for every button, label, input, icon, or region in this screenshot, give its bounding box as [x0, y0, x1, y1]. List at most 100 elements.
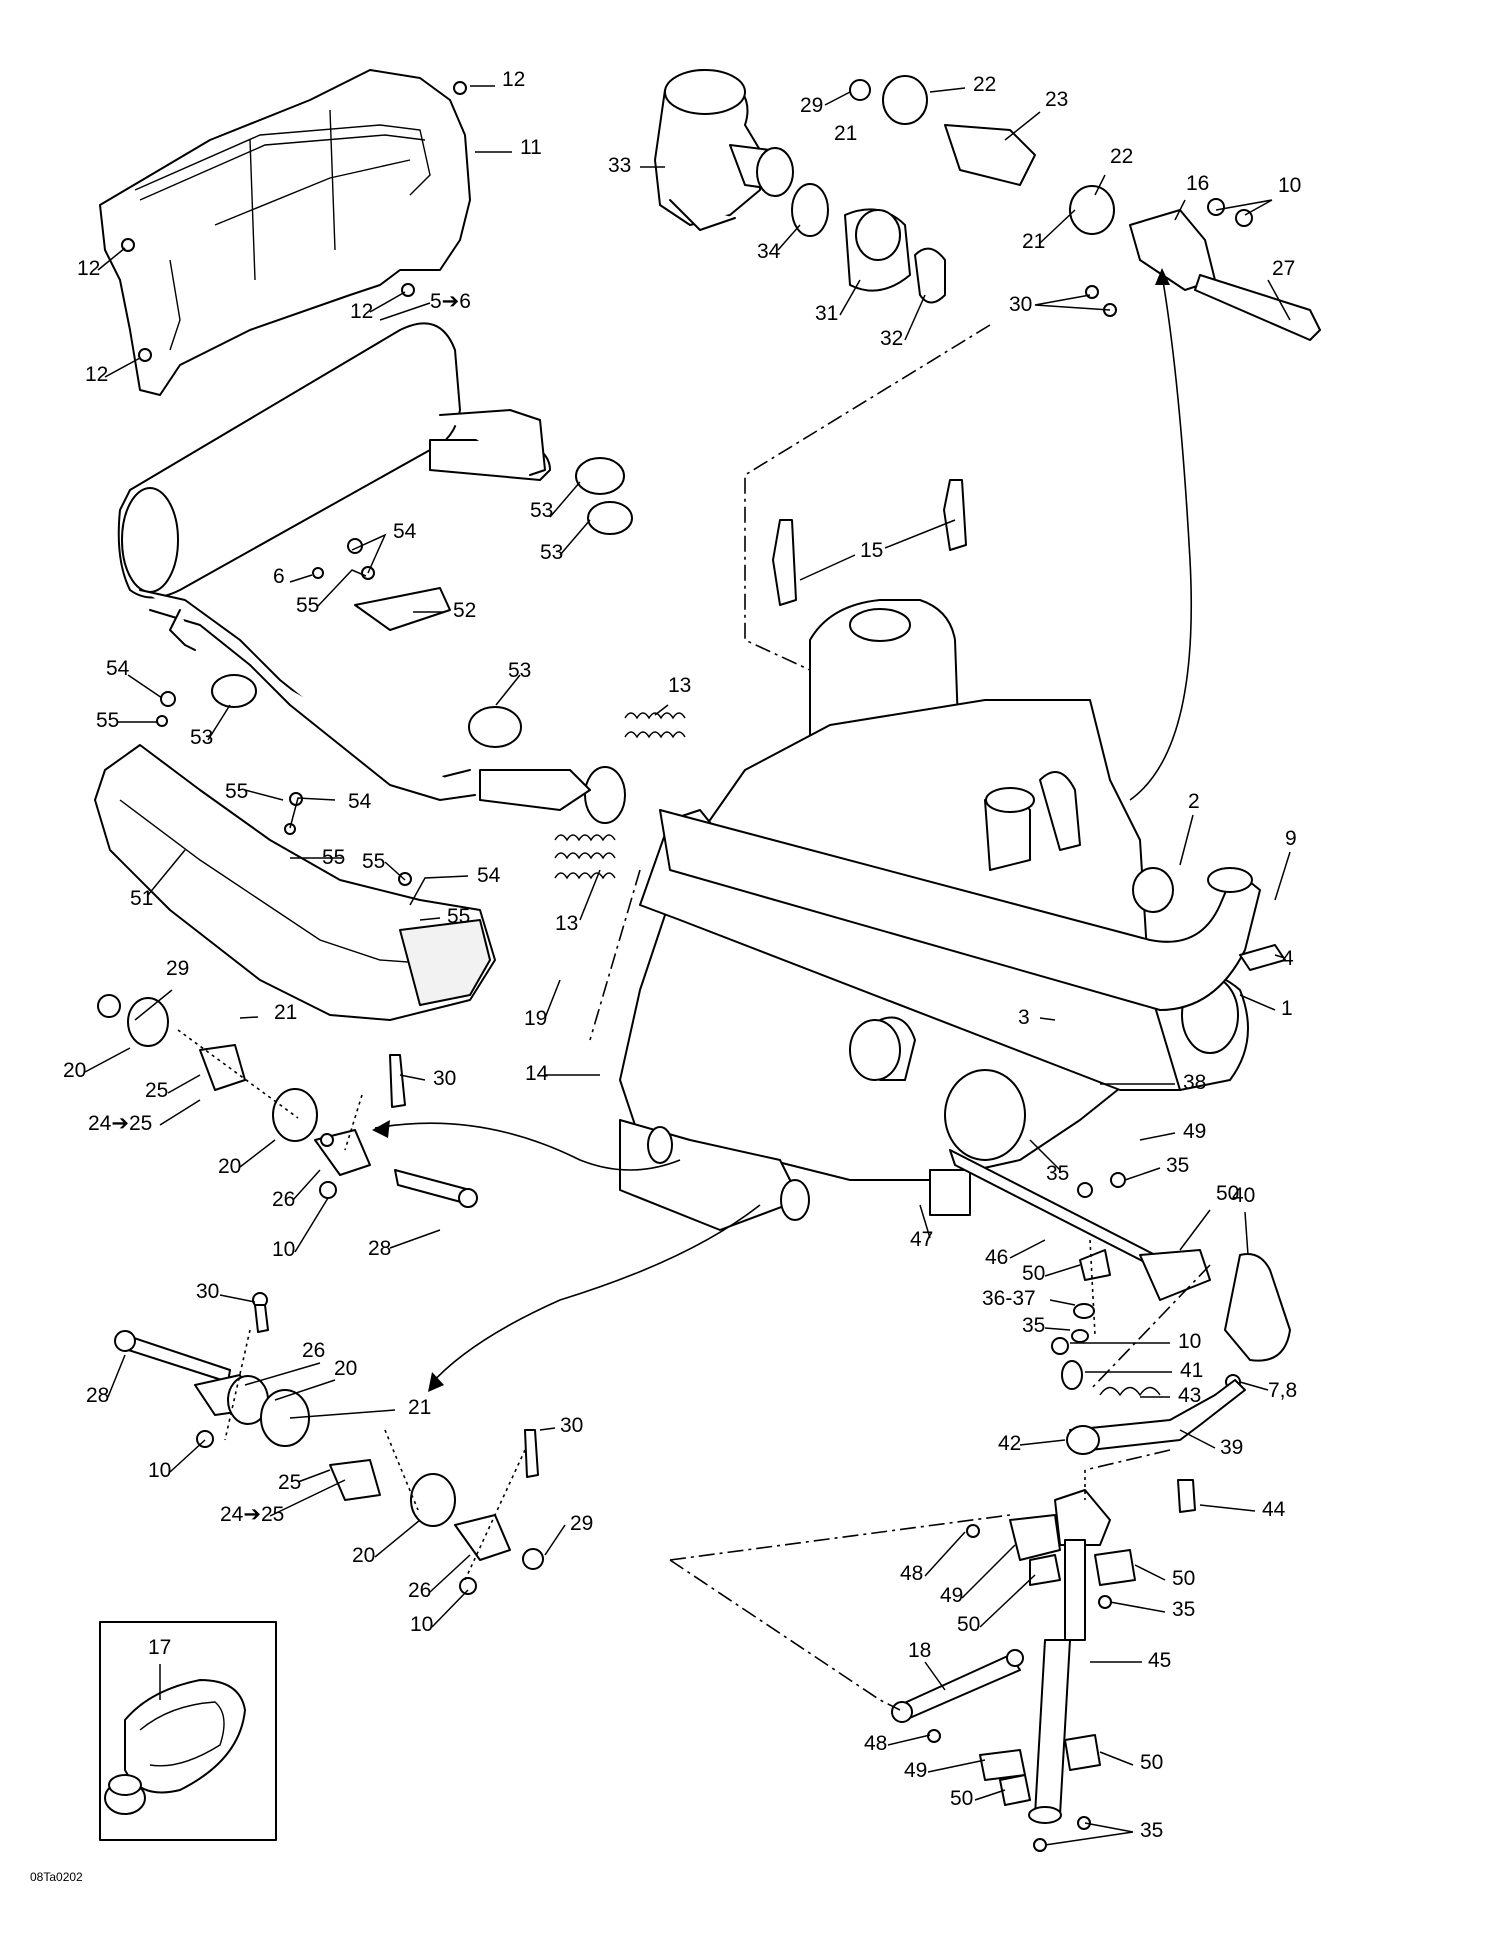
spark-plugs [772, 479, 967, 606]
rear-rubber-mounts-top [849, 75, 1321, 341]
part-callout: 55 [362, 850, 385, 873]
part-callout: 30 [560, 1414, 583, 1437]
part-callout: 12 [77, 257, 100, 280]
part-callout: 50 [1140, 1751, 1163, 1774]
part-callout: 50 [950, 1787, 973, 1810]
part-callout: 35 [1046, 1162, 1069, 1185]
part-callout: 16 [1186, 172, 1209, 195]
part-callout: 35 [1172, 1598, 1195, 1621]
rubber-mount-group [211, 457, 633, 748]
part-callout: 21 [274, 1001, 297, 1024]
part-callout: 1 [1281, 997, 1293, 1020]
part-callout: 55 [96, 709, 119, 732]
part-callout: 32 [880, 327, 903, 350]
part-callout: 7,8 [1268, 1379, 1297, 1402]
part-callout: 55 [225, 780, 248, 803]
part-callout: 17 [148, 1636, 171, 1659]
shift-knob-40 [1224, 1253, 1291, 1390]
part-callout: 47 [910, 1228, 933, 1251]
part-callout: 49 [904, 1759, 927, 1782]
part-callout: 34 [757, 240, 781, 263]
part-callout: 25 [145, 1079, 168, 1102]
part-callout: 11 [520, 136, 542, 159]
part-callout: 18 [908, 1639, 931, 1662]
part-callout: 28 [368, 1237, 391, 1260]
part-callout: 46 [985, 1246, 1008, 1269]
part-callout: 43 [1178, 1384, 1201, 1407]
part-callout: 21 [1022, 230, 1045, 253]
part-callout: 31 [815, 302, 838, 325]
part-callout: 49 [940, 1584, 963, 1607]
part-callout: 55 [322, 846, 345, 869]
part-callout: 22 [1110, 145, 1133, 168]
part-callout: 54 [393, 520, 417, 543]
part-callout: 20 [63, 1059, 86, 1082]
part-callout: 12 [350, 300, 373, 323]
part-callout: 49 [1183, 1120, 1206, 1143]
part-callout: 50 [1216, 1182, 1239, 1205]
part-callout: 10 [1278, 174, 1301, 197]
part-callout: 12 [85, 363, 108, 386]
part-callout: 26 [408, 1579, 431, 1602]
part-callout: 20 [218, 1155, 241, 1178]
part-callout: 55 [447, 905, 470, 928]
part-callout: 10 [1178, 1330, 1201, 1353]
part-callout: 40 [1232, 1184, 1255, 1207]
part-callout: 23 [1045, 88, 1068, 111]
shift-rod-46 [949, 1149, 1211, 1343]
part-callout: 27 [1272, 257, 1295, 280]
part-callout: 13 [555, 912, 578, 935]
part-callout: 4 [1282, 947, 1294, 970]
part-callout: 24➔25 [220, 1503, 284, 1526]
part-callout: 50 [1022, 1262, 1045, 1285]
part-callout: 22 [973, 73, 996, 96]
lower-heat-shield [94, 691, 496, 1021]
part-callout: 30 [196, 1280, 219, 1303]
shift-lever-39 [1051, 1337, 1246, 1513]
part-callout: 55 [296, 594, 319, 617]
part-callout: 53 [508, 659, 531, 682]
part-callout: 38 [1183, 1071, 1206, 1094]
part-callout: 21 [408, 1396, 431, 1419]
part-callout: 50 [957, 1613, 980, 1636]
part-callout: 29 [166, 957, 189, 980]
part-callout: 45 [1148, 1649, 1171, 1672]
part-callout: 29 [800, 94, 823, 117]
part-callout: 29 [570, 1512, 593, 1535]
shift-shaft-45 [1028, 1489, 1111, 1824]
part-callout: 10 [272, 1238, 295, 1261]
part-callout: 54 [477, 864, 501, 887]
part-callout: 30 [1009, 293, 1032, 316]
part-callout: 35 [1140, 1819, 1163, 1842]
part-callout: 53 [530, 499, 553, 522]
part-callout: 52 [453, 599, 476, 622]
part-callout: 53 [190, 726, 213, 749]
flow-lines [177, 268, 1211, 1711]
bracket-52 [312, 538, 451, 631]
part-callout: 2 [1188, 790, 1200, 813]
part-callout: 15 [860, 539, 883, 562]
part-callout: 25 [278, 1471, 301, 1494]
front-mount-assembly [97, 994, 478, 1208]
rear-mount-assembly [114, 1292, 544, 1595]
part-callout: 14 [525, 1062, 549, 1085]
part-callout: 50 [1172, 1567, 1195, 1590]
part-callout: 12 [502, 68, 525, 91]
part-callout: 26 [302, 1339, 325, 1362]
springs [554, 712, 686, 880]
part-callout: 5➔6 [430, 290, 471, 313]
part-callout: 9 [1285, 827, 1297, 850]
intake-adapter-and-clamps [791, 183, 946, 304]
muffler [117, 322, 626, 824]
part-callout: 42 [998, 1432, 1021, 1455]
part-callout: 35 [1166, 1154, 1189, 1177]
part-callout: 44 [1262, 1498, 1286, 1521]
part-callout: 20 [352, 1544, 375, 1567]
inset-box-17 [99, 1621, 277, 1841]
part-callout: 13 [668, 674, 691, 697]
part-callout: 54 [106, 657, 130, 680]
part-callout: 24➔25 [88, 1112, 152, 1135]
part-callout: 39 [1220, 1436, 1243, 1459]
